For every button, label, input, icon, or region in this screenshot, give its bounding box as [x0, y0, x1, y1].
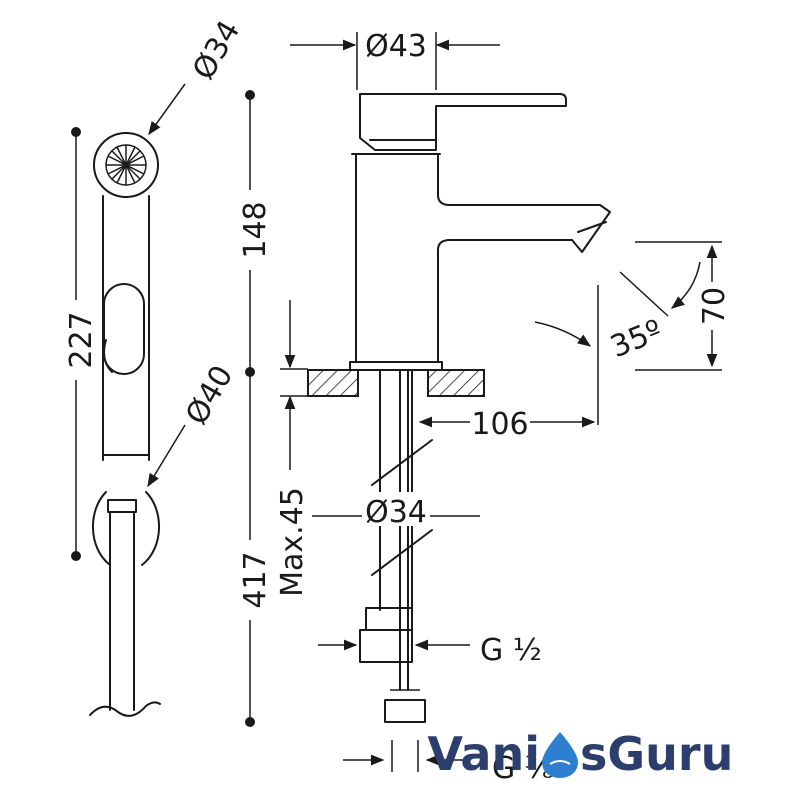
dim-label-spout-reach: 106	[471, 407, 528, 442]
holder-clip	[107, 499, 137, 513]
dim-label-417: 417	[238, 551, 273, 608]
dim-dot-top	[245, 90, 255, 100]
dim-dot-227-bottom	[71, 551, 81, 561]
connector-nut-main	[359, 629, 413, 663]
angle-arc-upper	[670, 261, 701, 309]
hose-break	[89, 701, 161, 717]
dim-label-max-thickness: Max.45	[275, 487, 310, 597]
dim-dot-227-top	[71, 127, 81, 137]
dim-label-227: 227	[64, 311, 99, 368]
leader-shower-head	[148, 83, 186, 136]
dim-label-shower-head-diameter: Ø34	[186, 15, 247, 86]
dim-label-g-half: G ½	[480, 633, 542, 668]
leader-holder	[147, 424, 186, 488]
dim-label-spout-diameter: Ø43	[365, 29, 427, 64]
dim-label-shank-diameter: Ø34	[365, 495, 427, 530]
watermark-text-right: sGuru	[580, 727, 733, 781]
dim-dot-counter	[245, 367, 255, 377]
dim-label-holder-diameter: Ø40	[179, 360, 240, 431]
dim-label-spout-height: 70	[697, 287, 732, 325]
mixer-body	[355, 154, 601, 363]
height-dimensions: 148 417 Max.45	[234, 90, 310, 727]
angle-reference-line	[619, 271, 669, 317]
hand-shower: 227 Ø34 Ø40	[60, 15, 247, 717]
mixer-lever	[359, 93, 567, 151]
dim-label-bg-148	[234, 190, 266, 270]
dim-label-148: 148	[238, 201, 273, 258]
shower-handle	[102, 195, 150, 461]
mixer-body-lower	[437, 239, 573, 363]
dim-label-bg-417	[234, 540, 266, 620]
connector-nut-top	[365, 607, 413, 631]
break-line-upper	[371, 439, 433, 486]
aerator-line	[577, 221, 607, 233]
hose-connector	[384, 699, 426, 723]
watermark: Vani sGuru	[427, 727, 733, 781]
counter-section-right	[427, 369, 485, 397]
shower-hose	[109, 511, 135, 711]
shower-head-outer	[93, 132, 159, 198]
counter-section-left	[307, 369, 359, 397]
water-drop-wave	[549, 760, 571, 765]
trigger-hinge	[103, 339, 113, 373]
mixer-tap: Ø43 Ø34 G ½ G ⅜ 106	[290, 29, 732, 786]
break-line-lower	[371, 529, 433, 576]
dim-label-spout-angle: 35º	[606, 313, 668, 365]
mixer-base	[349, 361, 443, 371]
flexible-hose	[399, 369, 409, 691]
dim-dot-bottom	[245, 717, 255, 727]
spout-outlet	[571, 204, 611, 253]
water-drop-icon	[542, 732, 578, 778]
shower-trigger-button	[103, 283, 145, 375]
dim-label-bg-shank	[362, 492, 430, 526]
wall-holder	[92, 491, 160, 566]
nozzle-pattern	[106, 145, 146, 185]
watermark-text-left: Vani	[427, 727, 540, 781]
angle-arc-lower	[534, 321, 592, 347]
dim-label-bg-227	[60, 300, 92, 380]
